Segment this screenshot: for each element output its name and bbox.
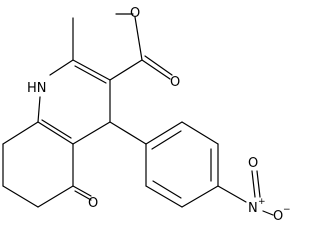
bond-ester-c-c3	[109, 59, 143, 81]
bond-c7-c6	[2, 185, 39, 208]
bond-c2-c3-double-b	[74, 65, 107, 84]
atom-o-methoxy: O	[130, 6, 140, 21]
bond-c4a-c8a-double-b	[41, 119, 72, 139]
structure-diagram: HN O O O N + O O −	[2, 6, 291, 224]
bond-ester-c-o-double-a	[141, 59, 171, 80]
bond-n1-c8a	[37, 96, 41, 123]
bond-c6-c5	[37, 185, 74, 208]
bond-ar1-ar2	[145, 121, 183, 145]
molecule-drawing: HN O O O N + O O −	[2, 6, 291, 224]
bond-ar-inner-3	[152, 180, 182, 199]
bond-ketone-double-b	[74, 190, 92, 201]
bond-n1-c2	[49, 59, 74, 76]
bond-nitro-o-top-a	[251, 170, 256, 198]
bond-c8a-c8	[2, 121, 39, 145]
bond-o-ester-c	[134, 16, 143, 61]
bond-nitro-o-top-b	[256, 170, 261, 198]
charge-o-minus: −	[283, 205, 291, 215]
bond-ketone-double-a	[72, 185, 92, 197]
bonds	[2, 13, 274, 216]
bond-ar-nitro	[217, 185, 247, 203]
atom-o-carbonyl-ester: O	[170, 75, 180, 90]
bond-ar4-ar5	[181, 185, 219, 208]
bond-ar5-ar6	[145, 185, 183, 208]
atom-labels: HN O O O N + O O −	[27, 6, 291, 224]
atom-n-nitro: N	[248, 201, 258, 216]
bond-ester-c-o-double-b	[144, 55, 173, 76]
atom-o-ketone: O	[88, 196, 98, 211]
bond-c4-aryl	[109, 121, 147, 145]
bond-c2-c3-double-a	[72, 59, 111, 81]
atom-o-nitro-right: O	[273, 209, 283, 224]
bond-ar2-ar3	[181, 121, 219, 145]
bond-c4-c4a	[72, 121, 111, 145]
bond-ar-inner-1	[151, 130, 182, 150]
charge-n-plus: +	[258, 197, 266, 207]
bond-nitro-o-right	[262, 210, 274, 216]
bond-c4a-c8a-double-a	[37, 121, 74, 145]
atom-o-nitro-top: O	[248, 156, 258, 171]
atom-nh: HN	[27, 81, 47, 96]
